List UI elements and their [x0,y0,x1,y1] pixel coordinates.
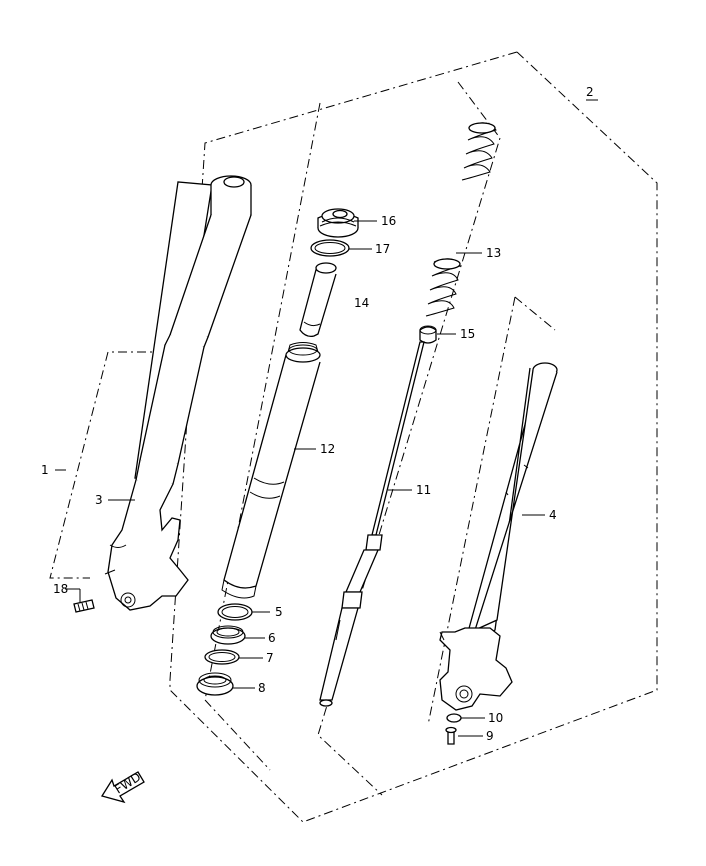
bushing-5 [217,603,253,621]
callout-15: 15 [460,327,475,341]
callout-6: 6 [268,631,276,645]
oil-seal-7 [204,649,240,665]
spring-13-upper [461,122,497,181]
inner-outline-damper [317,81,501,796]
callout-12: 12 [320,442,335,456]
callout-9: 9 [486,729,494,743]
spring-13-lower [425,258,461,317]
callout-13: 13 [486,246,501,260]
washer-10 [446,713,462,723]
spacer-14 [299,262,337,338]
callout-2: 2 [586,85,594,99]
bolt-18 [73,599,95,613]
callout-18: 18 [53,582,68,596]
dust-seal-8 [196,672,234,696]
callout-14: 14 [354,296,369,310]
callout-17: 17 [375,242,390,256]
callout-4: 4 [549,508,557,522]
outer-tube-left [104,175,252,611]
bolt-9 [445,726,457,745]
callout-3: 3 [95,493,103,507]
nut-15 [419,325,437,344]
callout-7: 7 [266,651,274,665]
inner-outline-slider [427,296,556,726]
callout-5: 5 [275,605,283,619]
cap-bolt-16 [317,208,359,238]
forward-arrow-icon: FWD [100,770,145,804]
assembly-outline-1 [49,351,165,579]
washer-6 [210,625,246,645]
o-ring-17 [310,239,350,257]
callout-1: 1 [41,463,49,477]
damper-rod-11 [319,341,425,707]
inner-tube-12 [221,342,321,599]
assembly-outline-2 [169,51,658,823]
callout-10: 10 [488,711,503,725]
callout-8: 8 [258,681,266,695]
callout-11: 11 [416,483,431,497]
inner-outline-tube [204,102,321,771]
outer-tube-right [439,362,558,711]
callout-16: 16 [381,214,396,228]
